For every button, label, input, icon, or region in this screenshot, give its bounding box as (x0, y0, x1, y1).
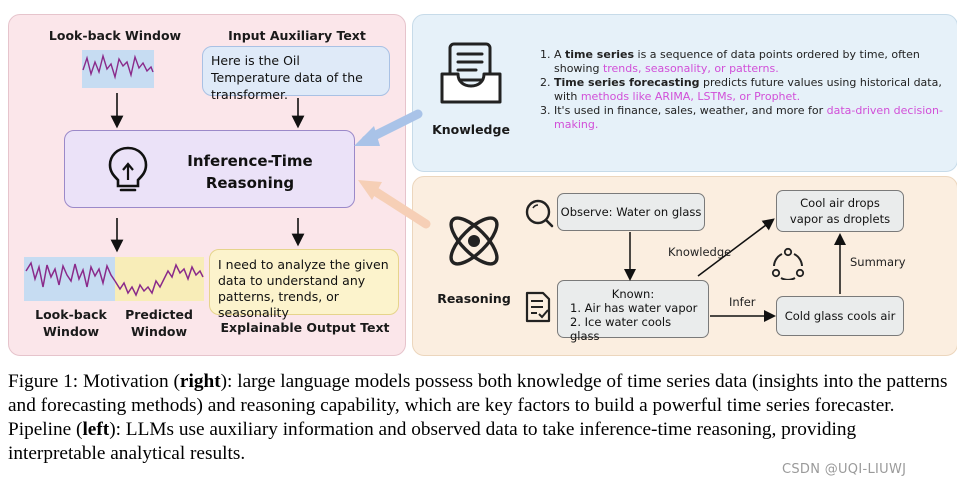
knowledge-label: Knowledge (432, 122, 510, 137)
lookback-bottom-label: Look-back Window (26, 306, 116, 340)
lookback-mini-chart (82, 50, 154, 88)
knowledge-item-3: It's used in finance, sales, weather, an… (554, 104, 957, 131)
predicted-line1: Predicted (125, 307, 193, 322)
predicted-line2: Window (130, 324, 188, 339)
output-text-bubble: I need to analyze the given data to unde… (209, 249, 399, 320)
lookback-predicted-chart (24, 257, 204, 301)
inference-title-line2: Reasoning (205, 174, 295, 192)
magnifier-icon (525, 199, 554, 228)
inference-title-line1: Inference-Time (187, 152, 313, 170)
caption-bold-left: left (82, 419, 110, 440)
cool-air-box: Cool air drops vapor as droplets (776, 190, 904, 232)
caption-part3: ): LLMs use auxiliary information and ob… (8, 419, 857, 464)
lookback-bottom-line1: Look-back (35, 307, 107, 322)
predicted-window-label: Predicted Window (116, 306, 202, 340)
caption-part1: Figure 1: Motivation ( (8, 371, 180, 392)
panel-connector-arrows (354, 109, 431, 229)
caption-bold-right: right (179, 371, 221, 392)
known-box: Known: 1. Air has water vapor 2. Ice wat… (557, 280, 709, 343)
edge-knowledge-label: Knowledge (668, 245, 732, 259)
caption-part2: ): large language models possess both kn… (8, 371, 948, 440)
known-title: Known: (611, 287, 655, 301)
edge-infer-label: Infer (729, 295, 756, 309)
known-item-1: 1. Air has water vapor (570, 301, 698, 315)
cycle-icon (771, 247, 805, 280)
known-item-2: 2. Ice water cools glass (570, 315, 672, 343)
knowledge-panel (412, 14, 957, 172)
knowledge-list: A time series is a sequence of data poin… (536, 48, 957, 132)
lookback-bottom-line2: Window (42, 324, 100, 339)
observe-box: Observe: Water on glass (557, 193, 705, 231)
lookback-window-label: Look-back Window (48, 28, 182, 43)
reasoning-label: Reasoning (437, 291, 511, 306)
predicted-series-line (114, 263, 204, 297)
input-aux-text-label: Input Auxiliary Text (228, 28, 366, 43)
lightbulb-icon (108, 146, 148, 192)
input-aux-text-bubble: Here is the Oil Temperature data of the … (202, 46, 390, 102)
edge-summary-label: Summary (850, 255, 906, 269)
observed-series-line (25, 261, 116, 288)
explainable-output-label: Explainable Output Text (220, 320, 390, 335)
pipeline-arrows (110, 93, 305, 253)
atom-icon (449, 216, 499, 266)
reasoning-arrows (624, 218, 846, 322)
predicted-window-region (115, 257, 204, 301)
knowledge-item-1: A time series is a sequence of data poin… (554, 48, 957, 75)
knowledge-item-2: Time series forecasting predicts future … (554, 76, 957, 103)
inference-time-reasoning-box (64, 130, 355, 208)
checklist-document-icon (525, 291, 551, 323)
inbox-tray-icon (440, 42, 502, 104)
csdn-watermark: CSDN @UQI-LIUWJ (782, 462, 907, 477)
cold-glass-box: Cold glass cools air (776, 296, 904, 336)
figure-caption: Figure 1: Motivation (right): large lang… (8, 370, 948, 466)
inference-time-reasoning-title: Inference-Time Reasoning (160, 150, 340, 194)
